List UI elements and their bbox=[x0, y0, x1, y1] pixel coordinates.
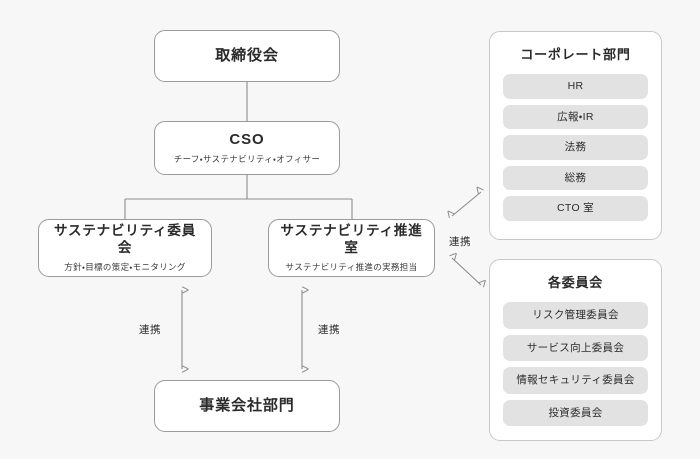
link-label-committee-opco: 連携 bbox=[139, 324, 162, 336]
node-operating-companies[interactable]: 事業会社部門 bbox=[154, 380, 340, 432]
panel-corporate-title: コーポレート部門 bbox=[520, 47, 631, 62]
link-label-office-panels: 連携 bbox=[449, 236, 472, 248]
node-sustainability-committee[interactable]: サステナビリティ委員会 方針・目標の策定・モニタリング bbox=[38, 219, 212, 277]
committee-list: リスク管理委員会サービス向上委員会情報セキュリティ委員会投資委員会 bbox=[503, 302, 648, 426]
node-promotion-office[interactable]: サステナビリティ推進室 サステナビリティ推進の実務担当 bbox=[268, 219, 435, 277]
node-board-title: 取締役会 bbox=[215, 46, 279, 64]
committee-item[interactable]: サービス向上委員会 bbox=[503, 334, 648, 361]
committee-item[interactable]: リスク管理委員会 bbox=[503, 302, 648, 329]
node-sustainability-committee-title: サステナビリティ委員会 bbox=[53, 223, 197, 255]
panel-corporate-divisions: コーポレート部門 HR 広報・IR 法務総務 CTO 室 bbox=[489, 31, 662, 240]
node-sustainability-committee-subtitle: 方針・目標の策定・モニタリング bbox=[64, 261, 186, 272]
node-promotion-office-subtitle: サステナビリティ推進の実務担当 bbox=[285, 261, 418, 272]
node-cso-title: CSO bbox=[229, 130, 265, 148]
corporate-division-item[interactable]: 広報・IR bbox=[503, 104, 648, 129]
panel-committees-title: 各委員会 bbox=[547, 275, 604, 290]
committee-item[interactable]: 情報セキュリティ委員会 bbox=[503, 367, 648, 394]
corporate-division-item[interactable]: CTO 室 bbox=[503, 196, 648, 221]
node-cso[interactable]: CSO チーフ・サステナビリティ・オフィサー bbox=[154, 121, 340, 175]
corporate-division-item[interactable]: HR bbox=[503, 74, 648, 99]
arrow-office-to-corporate bbox=[452, 192, 481, 216]
link-label-office-opco: 連携 bbox=[318, 324, 341, 336]
corporate-division-list: HR 広報・IR 法務総務 CTO 室 bbox=[503, 74, 648, 221]
node-operating-companies-title: 事業会社部門 bbox=[199, 396, 295, 414]
node-board-of-directors[interactable]: 取締役会 bbox=[154, 30, 340, 82]
node-cso-subtitle: チーフ・サステナビリティ・オフィサー bbox=[173, 154, 321, 165]
corporate-division-item[interactable]: 法務 bbox=[503, 135, 648, 160]
committee-item[interactable]: 投資委員会 bbox=[503, 399, 648, 426]
panel-committees: 各委員会 リスク管理委員会サービス向上委員会情報セキュリティ委員会投資委員会 bbox=[489, 259, 662, 441]
node-promotion-office-title: サステナビリティ推進室 bbox=[280, 223, 423, 255]
corporate-division-item[interactable]: 総務 bbox=[503, 165, 648, 190]
arrow-office-to-committees bbox=[452, 258, 481, 285]
